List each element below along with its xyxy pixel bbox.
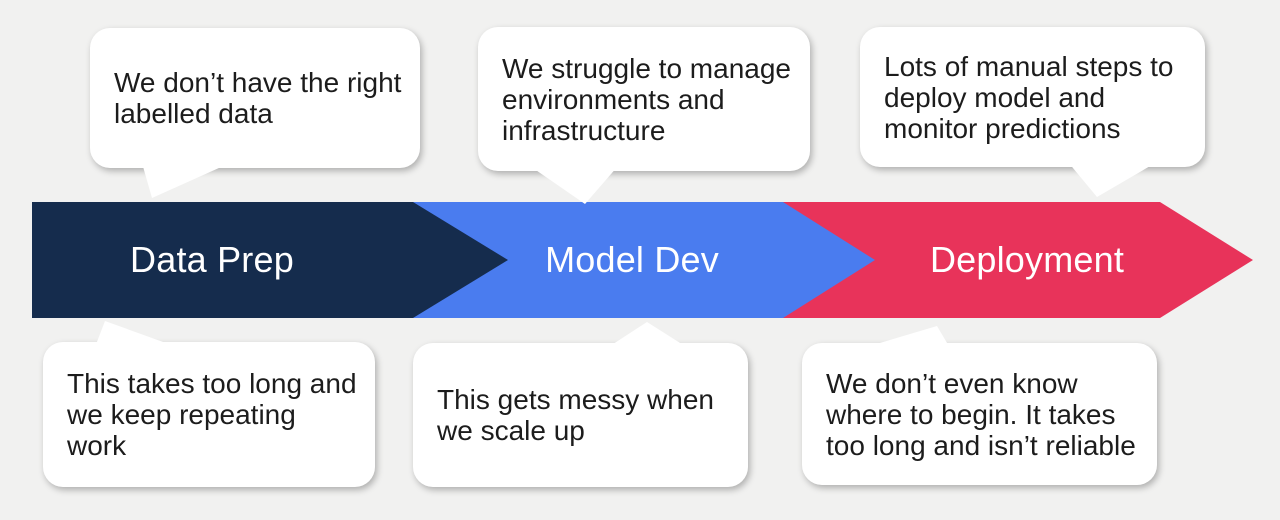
bubble-tail-top-model-dev bbox=[530, 166, 618, 204]
stage-label-deployment: Deployment bbox=[929, 239, 1125, 280]
quote-bubble-top-deployment: Lots of manual steps to deploy model and… bbox=[860, 27, 1205, 167]
quote-text: We struggle to manage environments and i… bbox=[502, 52, 791, 146]
quote-bubble-top-model-dev: We struggle to manage environments and i… bbox=[478, 27, 810, 171]
stage-label-data-prep: Data Prep bbox=[130, 239, 294, 280]
quote-text: This gets messy when we scale up bbox=[437, 384, 714, 446]
quote-bubble-bottom-model-dev: This gets messy when we scale up bbox=[413, 343, 748, 487]
bubble-tail-top-data-prep bbox=[142, 163, 230, 198]
quote-text: We don’t have the right labelled data bbox=[114, 67, 402, 129]
quote-text: Lots of manual steps to deploy model and… bbox=[884, 50, 1174, 144]
stage-arrow-data-prep bbox=[32, 202, 508, 318]
stage-label-model-dev: Model Dev bbox=[545, 239, 719, 280]
quote-text: We don’t even know where to begin. It ta… bbox=[826, 367, 1136, 461]
quote-bubble-bottom-deployment: We don’t even know where to begin. It ta… bbox=[802, 343, 1157, 485]
quote-text: This takes too long and we keep repeatin… bbox=[67, 368, 357, 461]
bubble-tail-top-deployment bbox=[1068, 162, 1157, 197]
quote-bubble-bottom-data-prep: This takes too long and we keep repeatin… bbox=[43, 342, 375, 487]
quote-bubble-top-data-prep: We don’t have the right labelled data bbox=[90, 28, 420, 168]
